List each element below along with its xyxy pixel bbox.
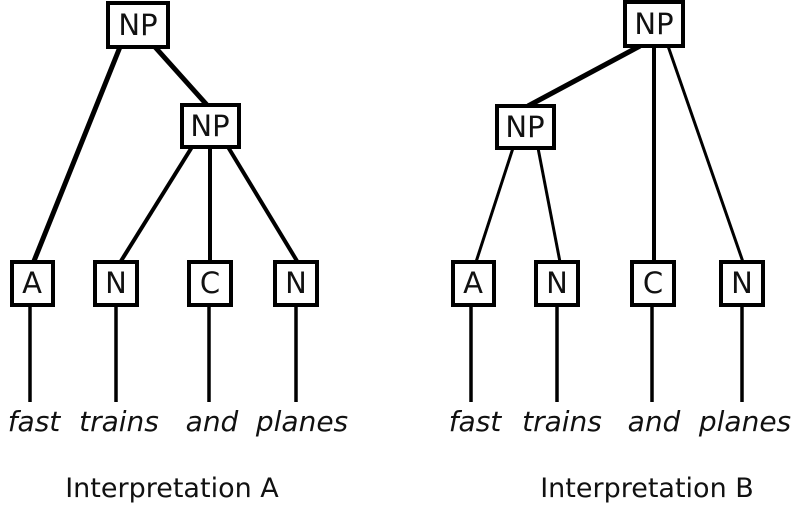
node-b-inner-np: NP — [495, 104, 556, 150]
tree-interpretation-a: NP NP A N C N fast — [8, 1, 348, 504]
word-and-a: and — [186, 405, 239, 438]
node-label: A — [463, 266, 483, 300]
node-box-rect — [630, 260, 676, 307]
node-b-pos-N2: N — [719, 260, 765, 307]
node-a-root-np: NP — [106, 1, 170, 49]
node-box-rect — [273, 260, 319, 307]
branch-a-np-to-N2 — [226, 145, 299, 263]
word-and-b: and — [628, 405, 681, 438]
node-box-rect — [180, 103, 241, 149]
node-box-rect — [451, 260, 496, 307]
branch-b-np-to-N — [536, 147, 562, 263]
node-label: C — [643, 266, 663, 300]
node-b-root-np: NP — [623, 0, 685, 48]
node-label: NP — [505, 110, 544, 144]
branch-a-root-to-np — [153, 45, 209, 107]
branch-b-np-to-A — [474, 147, 515, 263]
node-box-rect — [93, 260, 139, 307]
branch-b-root-to-np — [526, 43, 642, 109]
branch-a-np-to-N1 — [119, 145, 194, 263]
node-box-rect — [10, 260, 55, 307]
node-label: NP — [634, 7, 673, 41]
word-trains-a: trains — [79, 405, 159, 438]
node-label: NP — [190, 109, 229, 143]
node-box-rect — [719, 260, 765, 307]
node-label: A — [22, 266, 42, 300]
node-box-rect — [623, 0, 685, 48]
node-a-pos-N2: N — [273, 260, 319, 307]
caption-interpretation-a: Interpretation A — [65, 473, 279, 504]
node-box-rect — [495, 104, 556, 150]
node-label: N — [546, 266, 568, 300]
node-a-inner-np: NP — [180, 103, 241, 149]
branch-a-root-to-A — [31, 46, 123, 262]
node-box-rect — [106, 1, 170, 49]
node-a-pos-A: A — [10, 260, 55, 307]
node-label: NP — [118, 8, 157, 42]
node-label: N — [285, 266, 307, 300]
node-box-rect — [187, 260, 233, 307]
node-label: N — [105, 266, 127, 300]
node-box-rect — [534, 260, 580, 307]
word-fast-a: fast — [8, 405, 62, 438]
tree-interpretation-b: NP NP A N C N fast — [449, 0, 791, 504]
branch-b-root-to-N — [666, 45, 745, 263]
node-a-pos-N1: N — [93, 260, 139, 307]
word-fast-b: fast — [449, 405, 503, 438]
node-b-pos-A: A — [451, 260, 496, 307]
node-a-pos-C: C — [187, 260, 233, 307]
node-label: C — [200, 266, 220, 300]
node-b-pos-C: C — [630, 260, 676, 307]
caption-interpretation-b: Interpretation B — [540, 473, 754, 504]
node-b-pos-N1: N — [534, 260, 580, 307]
word-planes-a: planes — [255, 405, 348, 438]
word-trains-b: trains — [522, 405, 602, 438]
node-label: N — [731, 266, 753, 300]
word-planes-b: planes — [698, 405, 791, 438]
